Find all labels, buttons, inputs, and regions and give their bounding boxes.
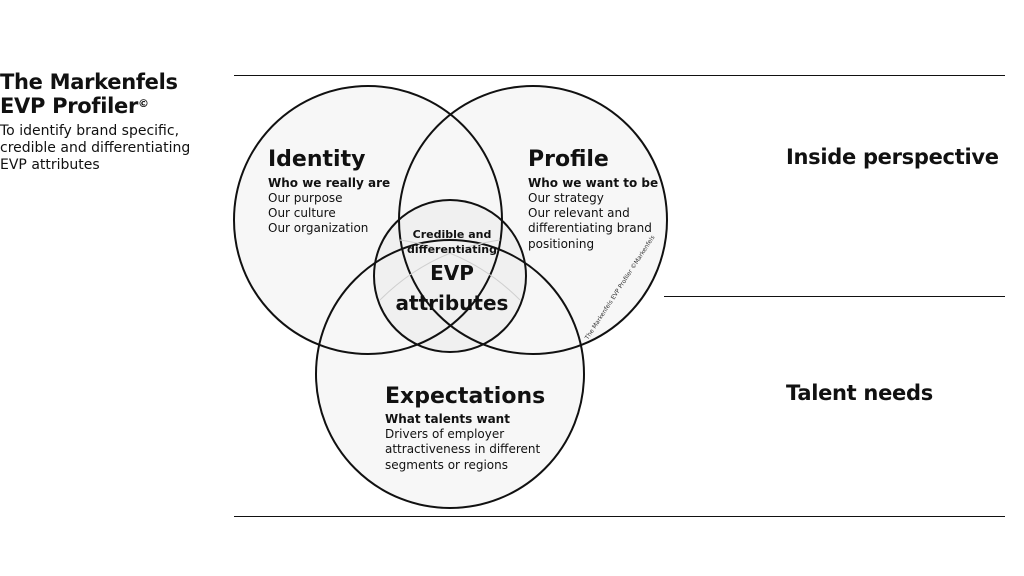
bottom-divider: [234, 516, 1005, 517]
profile-title: Profile: [528, 147, 609, 172]
identity-item: Our culture: [268, 206, 336, 220]
expectations-item: segments or regions: [385, 458, 508, 472]
identity-title: Identity: [268, 147, 365, 172]
subtitle-line: EVP attributes: [0, 157, 100, 173]
center-big-line: EVP: [430, 261, 474, 285]
expectations-item: attractiveness in different: [385, 442, 540, 456]
center-small-line: Credible and: [413, 228, 492, 241]
middle-divider: [664, 296, 1005, 297]
identity-subtitle: Who we really are: [268, 176, 390, 190]
center-circle: [374, 200, 526, 352]
expectations-title: Expectations: [385, 384, 545, 409]
page-subtitle: To identify brand specific, credible and…: [0, 123, 230, 174]
identity-item: Our purpose: [268, 191, 343, 205]
page-title-line-1: The Markenfels: [0, 70, 178, 94]
subtitle-line: To identify brand specific,: [0, 123, 180, 139]
expectations-subtitle: What talents want: [385, 412, 510, 426]
faint-overlap-arcs: [379, 239, 521, 301]
profile-subtitle: Who we want to be: [528, 176, 658, 190]
title-block: The Markenfels EVP Profiler© To identify…: [0, 70, 230, 174]
expectations-circle-outline: [315, 239, 585, 509]
talent-needs-label: Talent needs: [786, 381, 933, 405]
center-small-line: differentiating: [407, 243, 497, 256]
center-big-line: attributes: [396, 291, 509, 315]
profile-item: Our relevant and: [528, 206, 630, 220]
page-title-line-2: EVP Profiler©: [0, 94, 230, 118]
inside-perspective-label: Inside perspective: [786, 145, 999, 169]
subtitle-line: credible and differentiating: [0, 140, 191, 156]
expectations-item: Drivers of employer: [385, 427, 504, 441]
identity-item: Our organization: [268, 221, 368, 235]
page-title-name: EVP Profiler: [0, 94, 139, 118]
profile-item: positioning: [528, 237, 594, 251]
top-divider: [234, 75, 1005, 76]
profile-item: differentiating brand: [528, 221, 652, 235]
profile-item: Our strategy: [528, 191, 604, 205]
copyright-mark: ©: [138, 97, 149, 110]
center-circle-outline: [373, 199, 527, 353]
